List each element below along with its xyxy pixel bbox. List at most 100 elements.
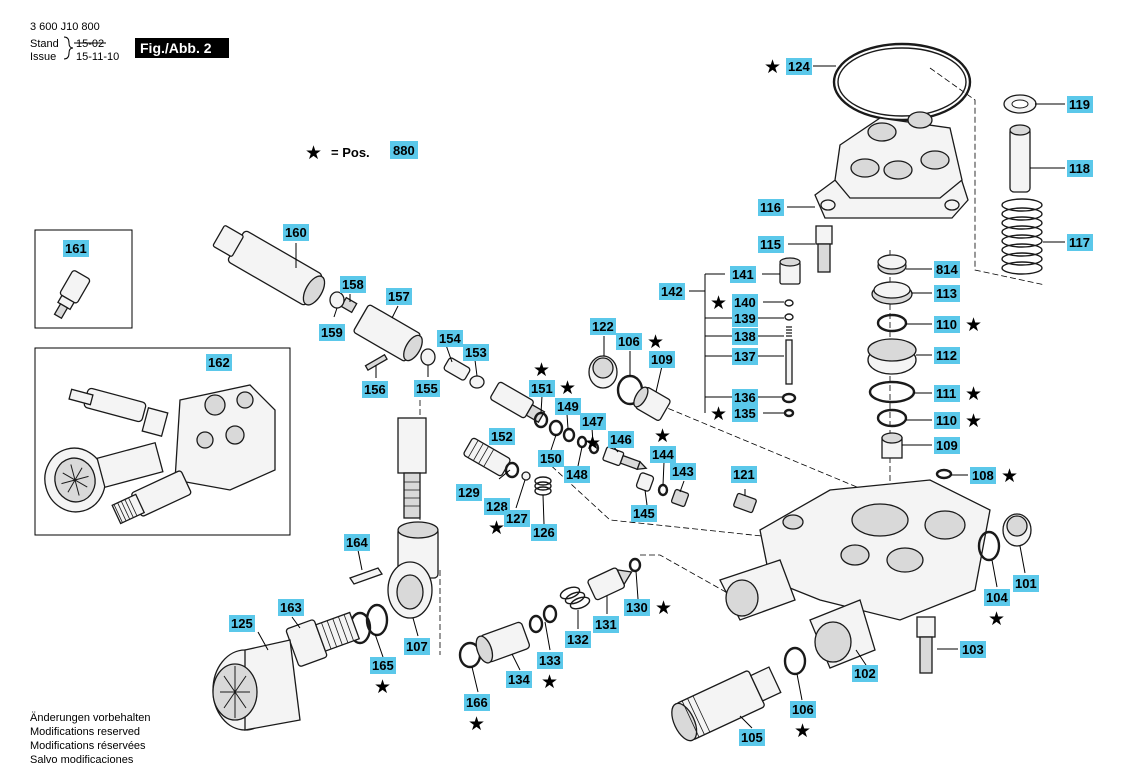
part-label-number: 113: [936, 286, 957, 301]
part-128-ring: [504, 461, 520, 479]
part-label-134: 134: [506, 671, 532, 688]
part-label-number: 148: [566, 467, 588, 482]
part-label-box: [934, 412, 960, 429]
part-label-108: 108★: [970, 465, 1018, 487]
part-label-number: 129: [458, 485, 480, 500]
star-icon: ★: [468, 713, 485, 735]
part-104-ring: [977, 530, 1001, 562]
part-label-box: [504, 510, 530, 527]
part-label-119: 119: [1067, 96, 1093, 113]
footer-line-fr: Modifications réservées: [30, 740, 146, 752]
part-label-number: 105: [741, 730, 763, 745]
part-label-box: [590, 318, 616, 335]
part-label-number: 143: [672, 464, 694, 479]
part-label-number: 118: [1069, 161, 1090, 176]
star-icon: ★: [764, 56, 781, 78]
part-label-number: 130: [626, 600, 648, 615]
part-164-clip: [348, 567, 384, 585]
part-label-box: [732, 328, 758, 345]
header: 3 600 J10 800 Stand 15-02 Issue 15-11-10…: [30, 21, 229, 63]
legend-star-icon: ★: [305, 142, 322, 164]
part-label-box: [278, 599, 304, 616]
part-label-number: 115: [760, 237, 781, 252]
part-label-box: [463, 344, 489, 361]
part-label-box: [564, 466, 590, 483]
part-115-screw: [815, 225, 833, 273]
part-label-number: 154: [439, 331, 461, 346]
part-label-105: 105: [739, 729, 765, 746]
part-label-132: 132: [565, 631, 591, 648]
part-116-head: [814, 111, 969, 219]
leader-lines: [257, 65, 1065, 729]
part-label-box: [758, 199, 784, 216]
part-label-number: 163: [280, 600, 302, 615]
part-label-157: 157: [386, 288, 412, 305]
part-label-box: [344, 534, 370, 551]
part-label-number: 142: [661, 284, 683, 299]
part-label-161: 161: [63, 240, 89, 257]
part-label-150: 150: [538, 450, 564, 467]
part-label-number: 152: [491, 429, 513, 444]
part-label-number: 138: [734, 329, 756, 344]
part-label-box: [786, 58, 812, 75]
part-label-110: 110★: [934, 410, 982, 432]
part-label-111: 111★: [934, 383, 982, 405]
part-label-117: 117: [1067, 234, 1093, 251]
part-155-seal: [420, 348, 436, 366]
part-label-106: 106★: [790, 701, 816, 742]
part-label-number: 144: [652, 447, 674, 462]
part-label-101: 101: [1013, 575, 1039, 592]
issue-label: Issue: [30, 51, 56, 63]
part-label-box: [631, 505, 657, 522]
part-label-box: [608, 431, 634, 448]
part-label-number: 149: [557, 399, 579, 414]
part-label-box: [537, 652, 563, 669]
unloader-group: [779, 257, 801, 418]
part-label-139: 139: [732, 310, 758, 327]
star-icon: ★: [488, 517, 505, 539]
part-label-number: 134: [508, 672, 530, 687]
part-label-number: 116: [760, 200, 781, 215]
part-label-box: [1067, 234, 1093, 251]
part-label-number: 101: [1015, 576, 1037, 591]
part-109-valve-upper: [633, 386, 671, 421]
star-icon: ★: [794, 720, 811, 742]
part-label-number: 127: [506, 511, 528, 526]
part-label-128: 128★: [484, 498, 510, 539]
issue-value: 15-11-10: [76, 51, 119, 63]
part-label-number: 147: [582, 414, 604, 429]
part-label-number: 122: [592, 319, 614, 334]
footer-line-de: Änderungen vorbehalten: [30, 712, 150, 724]
part-label-144: 144★: [650, 425, 676, 463]
part-label-115: 115: [758, 236, 784, 253]
part-label-151: 151★: [529, 359, 555, 397]
part-label-box: [934, 347, 960, 364]
part-label-163: 163: [278, 599, 304, 616]
part-label-162: 162: [206, 354, 232, 371]
part-label-number: 140: [734, 295, 756, 310]
part-label-127: 127: [504, 510, 530, 527]
part-label-box: [555, 398, 581, 415]
part-label-number: 131: [595, 617, 617, 632]
star-icon: ★: [559, 377, 576, 399]
part-152-fitting: [490, 381, 546, 424]
legend-equals-text: = Pos.: [331, 145, 370, 160]
part-label-126: 126: [531, 524, 557, 541]
part-label-109: 109: [649, 351, 675, 368]
stand-label: Stand: [30, 38, 59, 50]
part-label-158: 158: [340, 276, 366, 293]
part-label-box: [960, 641, 986, 658]
part-label-box: [489, 428, 515, 445]
footer-line-es: Salvo modificaciones: [30, 754, 134, 766]
part-label-number: 166: [466, 695, 488, 710]
part-label-box: [370, 657, 396, 674]
part-label-number: 162: [208, 355, 230, 370]
part-146-needle: [602, 446, 648, 471]
part-label-109: 109: [934, 437, 960, 454]
part-134-piston: [475, 621, 530, 664]
part-label-box: [580, 413, 606, 430]
part-label-104: 104★: [984, 589, 1010, 630]
part-label-number: 109: [651, 352, 673, 367]
part-label-number: 159: [321, 325, 343, 340]
